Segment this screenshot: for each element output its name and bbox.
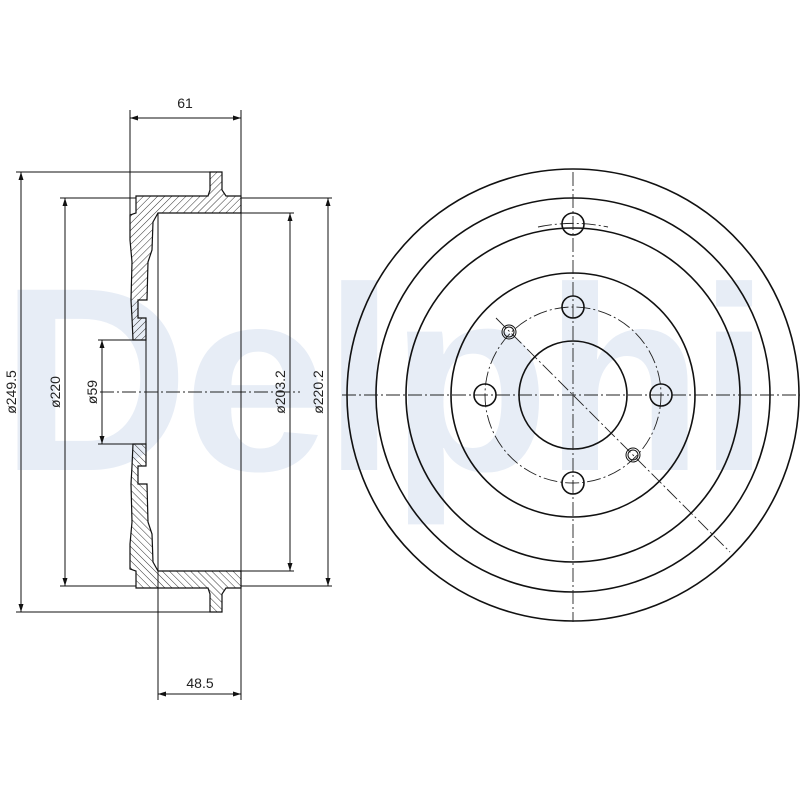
bolt-hole-top bbox=[561, 212, 585, 236]
dim-dia-drum-rim: ø220.2 bbox=[310, 370, 326, 414]
bolt-hole bbox=[473, 383, 497, 407]
front-view bbox=[342, 168, 800, 622]
bolt-hole bbox=[561, 471, 585, 495]
dowel-hole bbox=[625, 447, 641, 463]
dim-width-total: 61 bbox=[177, 95, 193, 111]
dim-dia-center-bore: ø59 bbox=[84, 380, 100, 404]
dim-dia-drum-inner: ø203.2 bbox=[272, 370, 288, 414]
drum-profile-bottom bbox=[129, 443, 242, 613]
dowel-hole bbox=[501, 324, 517, 340]
dim-dia-flange: ø220 bbox=[47, 376, 63, 408]
bolt-hole bbox=[561, 295, 585, 319]
dim-width-inner: 48.5 bbox=[186, 675, 213, 691]
dim-dia-outer: ø249.5 bbox=[3, 370, 19, 414]
delphi-watermark: Delphi bbox=[0, 233, 765, 527]
bolt-hole bbox=[649, 383, 673, 407]
section-view: 61 48.5 ø249.5 ø220 ø59 ø203.2 bbox=[3, 95, 332, 700]
drum-profile-top bbox=[129, 171, 242, 341]
